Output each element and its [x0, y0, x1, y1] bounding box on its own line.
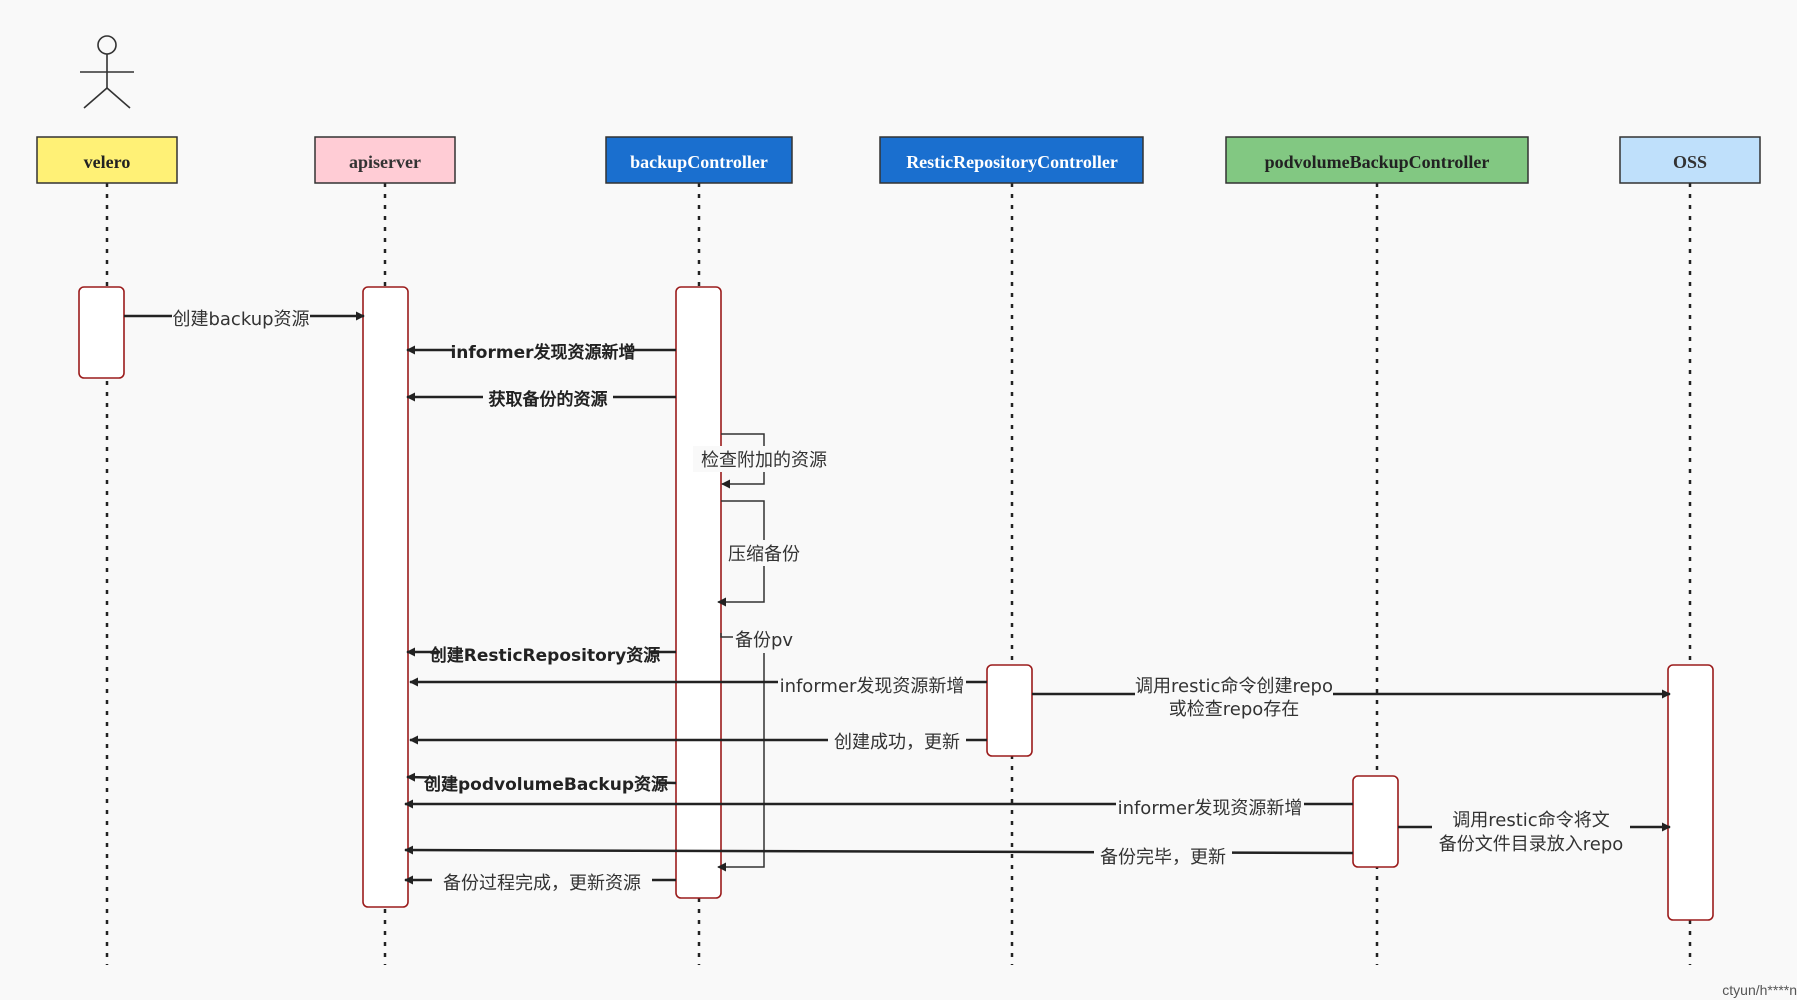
activation-resticRepositoryController: [986, 664, 1033, 757]
msg-backup-complete: 备份过程完成，更新资源: [443, 873, 641, 894]
message-labels: 创建backup资源 informer发现资源新增 获取备份的资源 检查附加的资…: [172, 303, 1630, 895]
activation-apiserver: [362, 286, 409, 908]
msg-backup-done: 备份完毕，更新: [1100, 847, 1226, 868]
message-arrows: [124, 311, 1671, 885]
msg-check-resources: 检查附加的资源: [701, 450, 827, 471]
participant-box: [1225, 136, 1529, 184]
msg-create-podvolume: 创建podvolumeBackup资源: [423, 774, 668, 795]
msg-create-restic: 创建ResticRepository资源: [429, 645, 660, 666]
participant-velero: velero: [36, 136, 178, 184]
participant-resticRepositoryController: ResticRepositoryController: [879, 136, 1144, 184]
participant-oss: OSS: [1619, 136, 1761, 184]
participant-label: apiserver: [349, 152, 421, 172]
activations: [78, 286, 1714, 921]
participant-box: [36, 136, 178, 184]
msg-informer-1: informer发现资源新增: [450, 342, 635, 363]
activation-velero: [78, 286, 125, 379]
msg-restic-repo-line2: 或检查repo存在: [1169, 699, 1300, 720]
participant-box: [1619, 136, 1761, 184]
participant-box: [605, 136, 793, 184]
msg-restic-put-line2: 备份文件目录放入repo: [1439, 834, 1624, 855]
actor-icon: [80, 35, 134, 109]
participant-label: podvolumeBackupController: [1265, 152, 1490, 172]
msg-get-resources: 获取备份的资源: [489, 389, 608, 410]
participant-podvolumeBackupController: podvolumeBackupController: [1225, 136, 1529, 184]
participant-box: [879, 136, 1144, 184]
msg-informer-3: informer发现资源新增: [1118, 798, 1303, 819]
msg-restic-put-line1: 调用restic命令将文: [1452, 810, 1609, 831]
activation-oss: [1667, 664, 1714, 921]
participant-apiserver: apiserver: [314, 136, 456, 184]
activation-backupController: [675, 286, 722, 899]
participant-label: OSS: [1673, 152, 1707, 172]
watermark: ctyun/h****n: [1722, 982, 1797, 998]
msg-create-backup: 创建backup资源: [172, 309, 309, 330]
msg-compress: 压缩备份: [728, 544, 800, 565]
activation-podvolumeBackupController: [1352, 775, 1399, 868]
self-call-pv: [717, 633, 765, 872]
participant-box: [314, 136, 456, 184]
msg-restic-repo-line1: 调用restic命令创建repo: [1135, 676, 1333, 697]
msg-create-success: 创建成功，更新: [834, 732, 960, 753]
participant-backupController: backupController: [605, 136, 793, 184]
msg-informer-2: informer发现资源新增: [780, 676, 965, 697]
participant-label: backupController: [630, 152, 768, 172]
participant-label: velero: [84, 152, 131, 172]
msg-backup-pv: 备份pv: [735, 630, 793, 651]
participant-label: ResticRepositoryController: [906, 152, 1118, 172]
